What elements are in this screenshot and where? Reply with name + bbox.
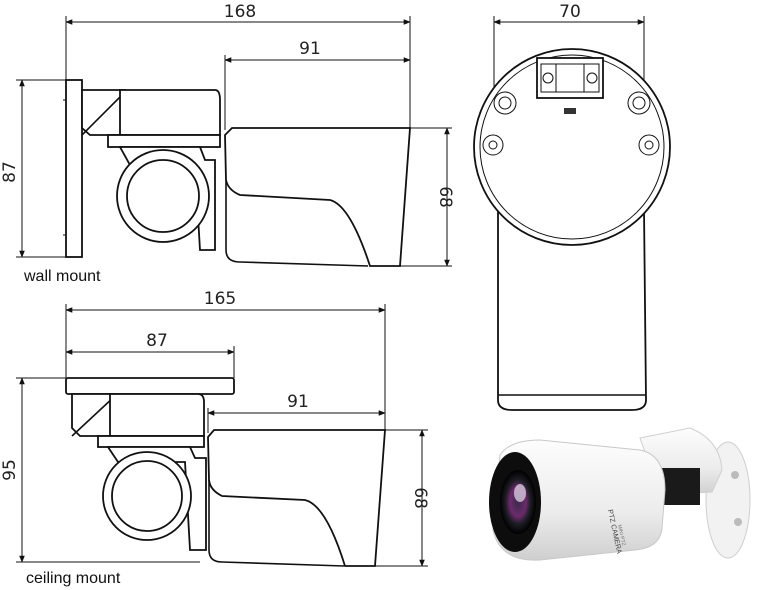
wall-dim-68: 68 <box>435 186 455 208</box>
wall-dim-168: 168 <box>224 2 256 22</box>
product-photo: PTZ CAMERA MINI PTZ <box>489 427 751 561</box>
ceiling-dim-68: 68 <box>410 487 430 509</box>
ceiling-dim-91: 91 <box>287 392 309 412</box>
photo-model-label: MINI PTZ <box>616 524 626 546</box>
ceiling-dim-87: 87 <box>146 331 168 351</box>
ceiling-dim-165: 165 <box>204 289 236 309</box>
front-dim-70: 70 <box>559 2 581 22</box>
ceiling-mount-caption: ceiling mount <box>26 570 121 587</box>
wall-mount-caption: wall mount <box>24 268 101 285</box>
front-view-drawing: 70 <box>473 2 671 411</box>
ceiling-dim-95: 95 <box>0 459 20 481</box>
wall-mount-drawing: 168 91 87 68 <box>0 2 455 267</box>
ceiling-mount-drawing: 165 87 91 95 68 <box>0 289 430 567</box>
wall-dim-87: 87 <box>0 161 20 183</box>
wall-dim-91: 91 <box>299 39 321 59</box>
